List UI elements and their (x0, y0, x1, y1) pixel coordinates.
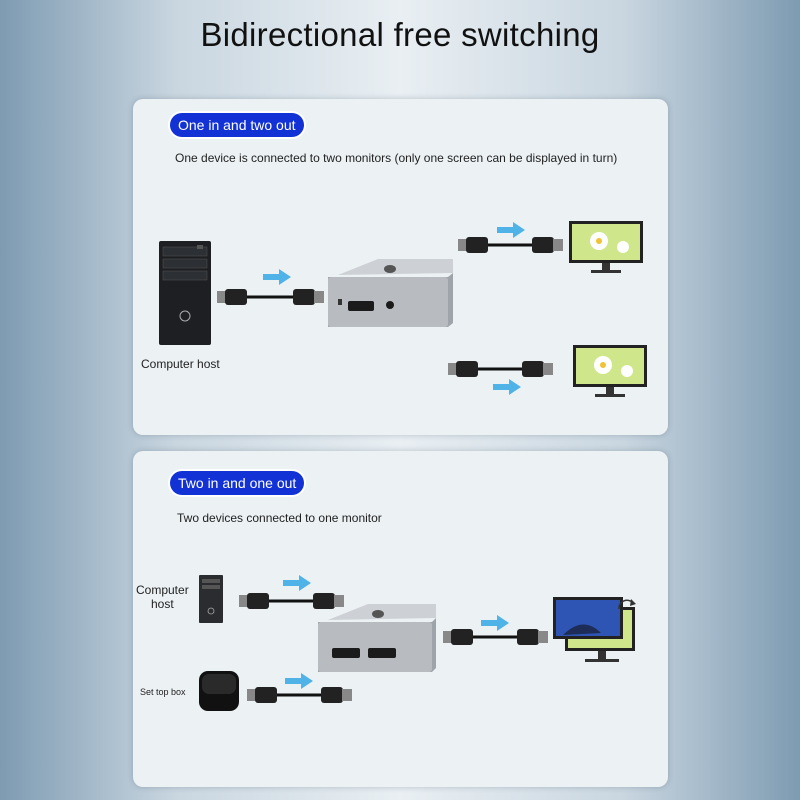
hdmi-cable-icon (448, 361, 553, 377)
set-top-box-label: Set top box (140, 687, 186, 697)
monitor-icon (573, 345, 647, 397)
arrow-right-icon (263, 269, 291, 285)
hdmi-cable-icon (458, 237, 563, 253)
arrow-right-icon (285, 673, 313, 689)
page-title: Bidirectional free switching (200, 16, 600, 53)
monitor-icon (553, 597, 635, 662)
set-top-box-icon (199, 671, 239, 711)
two-in-one-out-description: Two devices connected to one monitor (177, 511, 382, 525)
computer-host-label: Computer host (141, 357, 220, 371)
arrow-right-icon (481, 615, 509, 631)
switch-arrow-icon (618, 599, 636, 610)
one-in-two-out-panel: One in and two out One device is connect… (133, 99, 668, 435)
monitor-icon (569, 221, 643, 273)
computer-tower-icon (199, 575, 223, 623)
hdmi-cable-icon (217, 289, 324, 305)
hdmi-cable-icon (443, 629, 548, 645)
one-in-two-out-description: One device is connected to two monitors … (175, 151, 618, 165)
one-in-two-out-badge: One in and two out (170, 113, 304, 137)
hdmi-switch-icon (328, 259, 453, 327)
arrow-right-icon (497, 222, 525, 238)
hdmi-switch-icon (318, 604, 436, 672)
hdmi-cable-icon (239, 593, 344, 609)
hdmi-cable-icon (247, 687, 352, 703)
two-in-one-out-panel: Two in and one out Two devices connected… (133, 451, 668, 787)
arrow-right-icon (283, 575, 311, 591)
arrow-right-icon (493, 379, 521, 395)
computer-tower-icon (159, 241, 211, 345)
two-in-one-out-badge: Two in and one out (170, 471, 305, 495)
